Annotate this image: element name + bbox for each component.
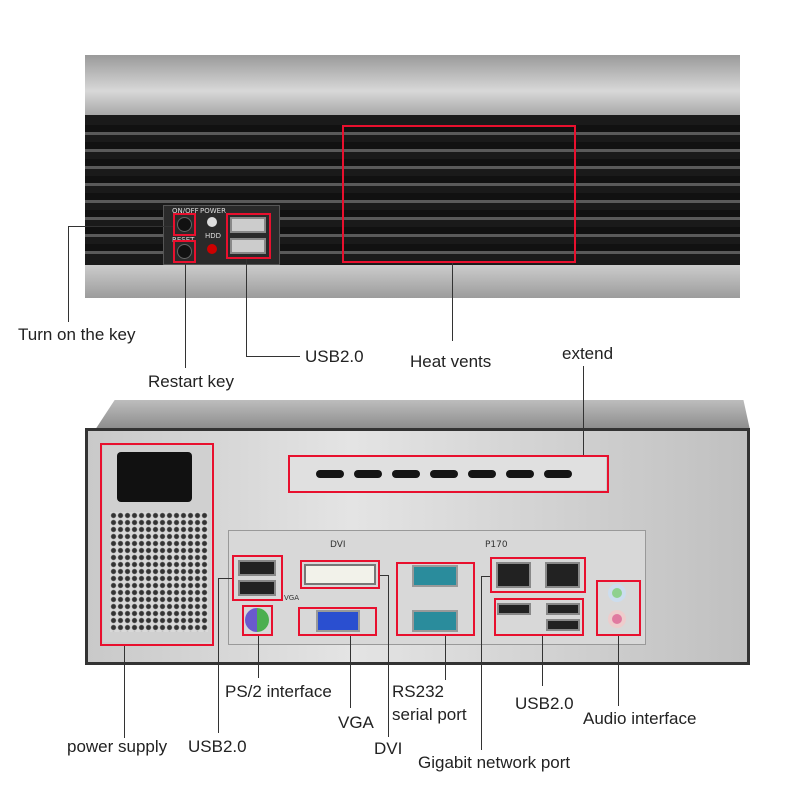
usb-port — [497, 603, 531, 615]
highlight-reset-button — [173, 240, 196, 263]
power-socket — [117, 452, 192, 502]
front-usb-port — [230, 238, 266, 254]
highlight-vga — [298, 607, 377, 636]
front-usb-port — [230, 217, 266, 233]
vga-text: VGA — [284, 594, 300, 602]
ps2-port — [245, 608, 269, 632]
highlight-usb-left — [232, 555, 283, 601]
front-top-lid — [85, 55, 740, 115]
power-text: POWER — [200, 207, 226, 215]
ethernet-port — [545, 562, 580, 588]
usb-port — [546, 603, 580, 615]
reset-button[interactable] — [177, 244, 192, 259]
ethernet-port — [496, 562, 531, 588]
audio-mic-port — [608, 610, 626, 628]
on-off-text: ON/OFF — [172, 207, 199, 215]
highlight-front-usb — [226, 213, 271, 259]
highlight-power-supply — [100, 443, 214, 646]
highlight-dvi — [300, 560, 380, 589]
usb-port — [238, 560, 276, 576]
audio-line-out-port — [608, 584, 626, 602]
usb-port — [546, 619, 580, 631]
dvi-port — [304, 564, 376, 585]
highlight-ps2 — [242, 605, 273, 636]
vga-port — [316, 610, 360, 632]
highlight-audio — [596, 580, 641, 636]
highlight-usb-right — [494, 598, 584, 636]
front-bottom-strip — [85, 265, 740, 298]
highlight-heat-vents — [342, 125, 576, 263]
label-turn-on-key: Turn on the key — [18, 325, 136, 344]
p170-text: P170 — [485, 540, 508, 550]
hdd-text: HDD — [205, 232, 222, 240]
highlight-rs232 — [396, 562, 475, 636]
label-restart-key: Restart key — [148, 372, 234, 391]
label-power-supply: power supply — [67, 737, 168, 756]
serial-port — [412, 565, 458, 587]
label-usb-right: USB2.0 — [515, 694, 574, 713]
label-ps2: PS/2 interface — [225, 682, 332, 701]
label-usb-left: USB2.0 — [188, 737, 247, 756]
power-button[interactable] — [177, 217, 192, 232]
usb-port — [238, 580, 276, 596]
label-gigabit: Gigabit network port — [418, 753, 571, 772]
hdd-led-icon — [207, 244, 217, 254]
label-vga: VGA — [338, 713, 374, 732]
label-dvi: DVI — [374, 739, 403, 758]
back-top-lid — [95, 400, 750, 430]
psu-fan-grille — [110, 512, 208, 632]
highlight-power-button — [173, 213, 196, 236]
dvi-text: DVI — [330, 540, 346, 550]
highlight-extend — [288, 455, 609, 493]
label-heat-vents: Heat vents — [410, 352, 492, 371]
label-front-usb: USB2.0 — [305, 347, 364, 366]
serial-port — [412, 610, 458, 632]
label-serial-port: serial port — [392, 705, 467, 724]
highlight-lan — [490, 557, 586, 593]
label-rs232: RS232 — [392, 682, 444, 701]
power-led-icon — [207, 217, 217, 227]
label-audio: Audio interface — [583, 709, 697, 728]
label-extend: extend — [562, 344, 614, 363]
